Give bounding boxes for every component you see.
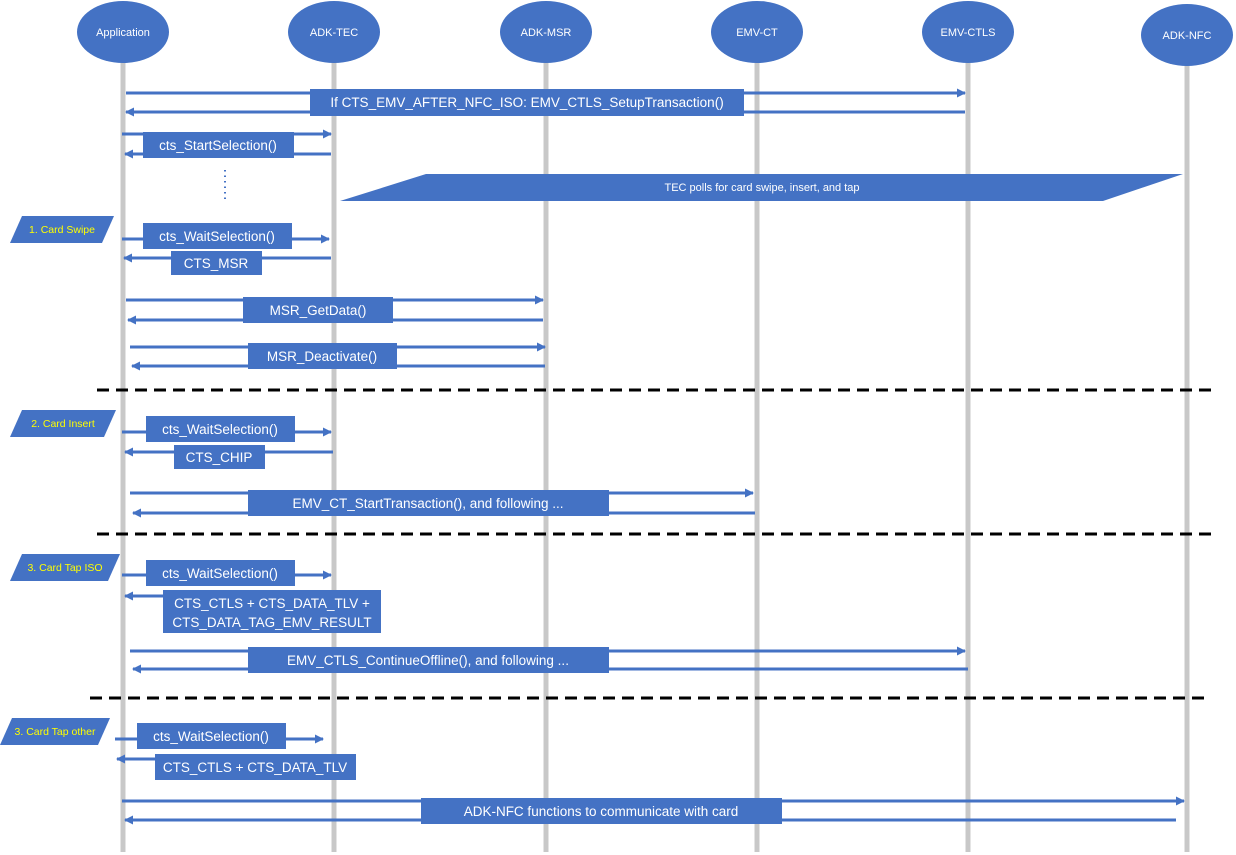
section-card-insert: 2. Card Insert <box>10 410 116 437</box>
message-m2: cts_StartSelection() <box>143 132 294 158</box>
actor-adk-nfc: ADK-NFC <box>1141 4 1233 66</box>
message-labels: If CTS_EMV_AFTER_NFC_ISO: EMV_CTLS_Setup… <box>137 89 782 824</box>
section-card-tap-iso: 3. Card Tap ISO <box>10 554 120 581</box>
message-label: ADK-NFC functions to communicate with ca… <box>464 804 739 819</box>
message-label: EMV_CT_StartTransaction(), and following… <box>292 496 563 511</box>
message-m14: CTS_CTLS + CTS_DATA_TLV <box>155 754 356 780</box>
message-m8: CTS_CHIP <box>174 445 265 469</box>
actor-application: Application <box>77 1 169 63</box>
message-label: MSR_GetData() <box>270 303 367 318</box>
message-label: EMV_CTLS_ContinueOffline(), and followin… <box>287 653 569 668</box>
message-arrows <box>115 88 1185 825</box>
message-m6: MSR_Deactivate() <box>248 343 397 369</box>
polling-note-label: TEC polls for card swipe, insert, and ta… <box>664 182 859 194</box>
actors: Application ADK-TEC ADK-MSR EMV-CT EMV-C… <box>77 1 1233 66</box>
message-m4: CTS_MSR <box>171 251 262 275</box>
polling-note: TEC polls for card swipe, insert, and ta… <box>340 174 1183 201</box>
message-m10: cts_WaitSelection() <box>146 560 295 586</box>
message-label: cts_WaitSelection() <box>153 729 269 744</box>
message-label-line: CTS_DATA_TAG_EMV_RESULT <box>172 615 371 630</box>
message-label-line: CTS_CTLS + CTS_DATA_TLV + <box>174 596 370 611</box>
actor-label: Application <box>96 27 150 39</box>
section-labels: 1. Card Swipe 2. Card Insert 3. Card Tap… <box>0 216 120 745</box>
actor-adk-tec: ADK-TEC <box>288 1 380 63</box>
section-card-swipe: 1. Card Swipe <box>10 216 114 243</box>
message-label: CTS_MSR <box>184 256 249 271</box>
message-m7: cts_WaitSelection() <box>146 416 295 442</box>
message-label: CTS_CHIP <box>186 450 253 465</box>
message-label: cts_WaitSelection() <box>159 229 275 244</box>
section-label: 3. Card Tap other <box>15 726 96 738</box>
message-m1: If CTS_EMV_AFTER_NFC_ISO: EMV_CTLS_Setup… <box>310 89 744 116</box>
message-label: cts_WaitSelection() <box>162 566 278 581</box>
message-m11: CTS_CTLS + CTS_DATA_TLV + CTS_DATA_TAG_E… <box>163 590 381 633</box>
message-m5: MSR_GetData() <box>243 297 393 323</box>
section-separators <box>90 388 1212 700</box>
section-label: 3. Card Tap ISO <box>27 562 102 574</box>
section-card-tap-other: 3. Card Tap other <box>0 718 110 745</box>
section-label: 2. Card Insert <box>31 418 95 430</box>
actor-label: EMV-CTLS <box>940 27 995 39</box>
message-m12: EMV_CTLS_ContinueOffline(), and followin… <box>248 647 609 673</box>
section-label: 1. Card Swipe <box>29 224 95 236</box>
actor-label: EMV-CT <box>736 27 778 39</box>
actor-emv-ct: EMV-CT <box>711 1 803 63</box>
message-m3: cts_WaitSelection() <box>143 223 292 249</box>
message-label: CTS_CTLS + CTS_DATA_TLV <box>163 760 347 775</box>
actor-label: ADK-NFC <box>1163 30 1212 42</box>
message-m15: ADK-NFC functions to communicate with ca… <box>421 798 782 824</box>
message-label: cts_StartSelection() <box>159 138 277 153</box>
actor-label: ADK-MSR <box>521 27 572 39</box>
actor-adk-msr: ADK-MSR <box>500 1 592 63</box>
message-m13: cts_WaitSelection() <box>137 723 286 749</box>
message-label: cts_WaitSelection() <box>162 422 278 437</box>
actor-emv-ctls: EMV-CTLS <box>922 1 1014 63</box>
message-label: MSR_Deactivate() <box>267 349 377 364</box>
message-label: If CTS_EMV_AFTER_NFC_ISO: EMV_CTLS_Setup… <box>330 95 723 110</box>
actor-label: ADK-TEC <box>310 27 358 39</box>
message-m9: EMV_CT_StartTransaction(), and following… <box>248 490 609 516</box>
